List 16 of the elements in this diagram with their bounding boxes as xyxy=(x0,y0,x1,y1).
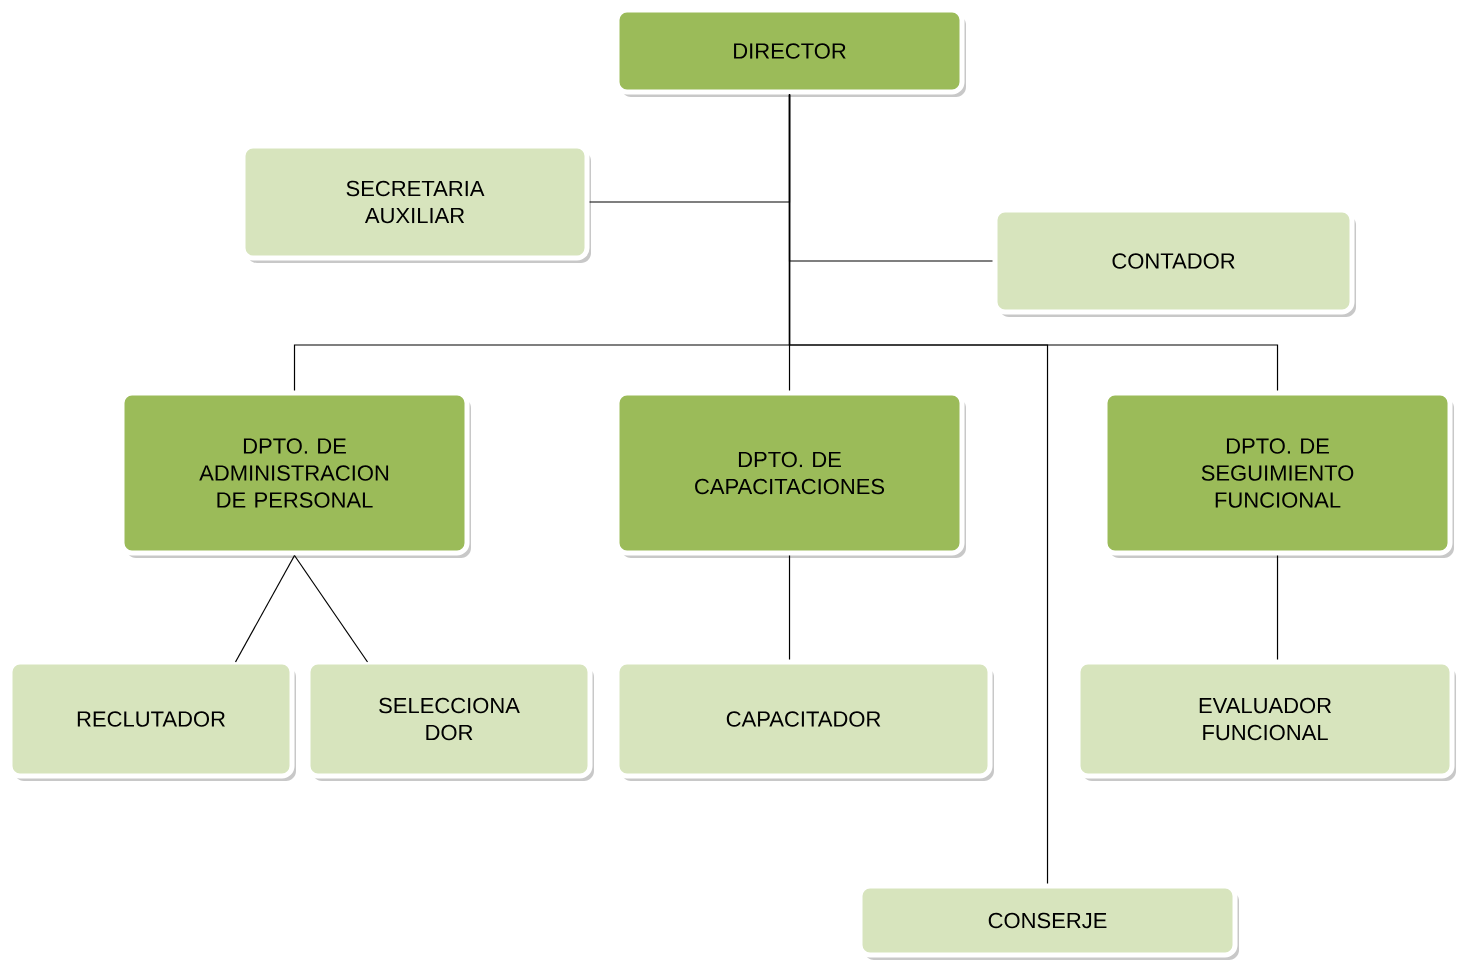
connector-line xyxy=(788,93,1049,885)
org-box: RECLUTADOR xyxy=(7,659,296,781)
org-box: CAPACITADOR xyxy=(614,659,994,781)
connector-line xyxy=(293,554,369,663)
org-box: DPTO. DE SEGUIMIENTO FUNCIONAL xyxy=(1102,390,1454,558)
connector-line xyxy=(1276,554,1279,661)
connector-line xyxy=(234,554,296,663)
org-box: SECRETARIA AUXILIAR xyxy=(240,143,591,263)
org-box: SELECCIONA DOR xyxy=(305,659,594,781)
org-box: DPTO. DE CAPACITACIONES xyxy=(614,390,966,558)
org-box: DPTO. DE ADMINISTRACION DE PERSONAL xyxy=(119,390,471,558)
connector-line xyxy=(788,554,791,661)
org-box: EVALUADOR FUNCIONAL xyxy=(1075,659,1456,781)
org-box: CONTADOR xyxy=(992,207,1356,317)
org-box: DIRECTOR xyxy=(614,7,966,97)
org-box: CONSERJE xyxy=(857,883,1239,960)
